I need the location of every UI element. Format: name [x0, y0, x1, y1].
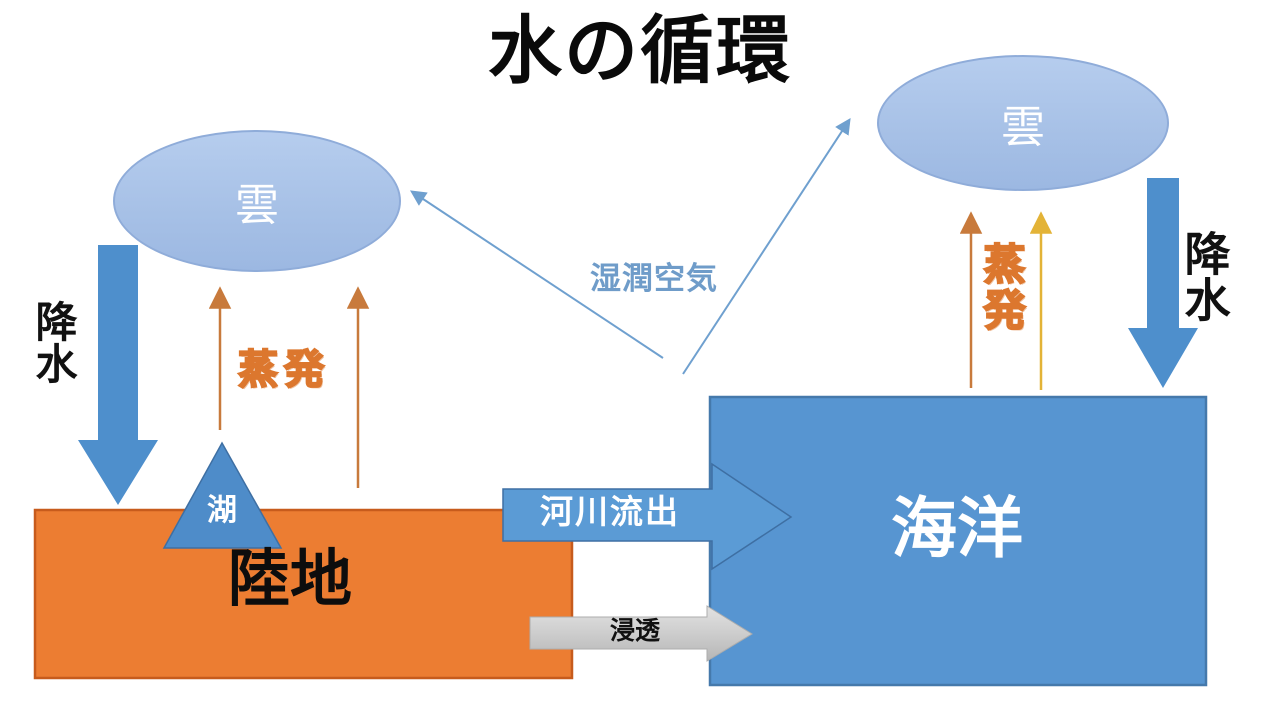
evaporation-label-right: 蒸発 [977, 241, 1026, 335]
cloud-right: 雲 [877, 55, 1169, 191]
ocean-rect [708, 395, 1208, 687]
cloud-left: 雲 [113, 130, 401, 272]
lake-label: 湖 [207, 494, 237, 527]
cloud-right-label: 雲 [1001, 103, 1045, 152]
precipitation-label-right: 降水 [1178, 230, 1231, 322]
river-outflow-label: 河川流出 [540, 493, 680, 530]
precipitation-label-left: 降水 [30, 300, 78, 384]
infiltration-label: 浸透 [609, 617, 660, 645]
ocean-label: 海洋 [891, 491, 1023, 565]
evaporation-label-left: 蒸発 [237, 347, 330, 393]
cloud-left-label: 雲 [235, 181, 279, 230]
diagram-title: 水の循環 [488, 9, 792, 92]
land-label: 陸地 [227, 545, 352, 614]
river-outflow-arrow [502, 462, 793, 571]
lake-triangle [162, 441, 283, 549]
precipitation-arrow-left [78, 245, 158, 505]
infiltration-arrow [529, 605, 753, 662]
humid-air-label: 湿潤空気 [590, 261, 718, 296]
land-rect [33, 508, 574, 680]
humid-air-arrow-right [682, 117, 851, 375]
humid-air-arrow-left [409, 190, 664, 359]
precipitation-arrow-right [1128, 178, 1198, 388]
